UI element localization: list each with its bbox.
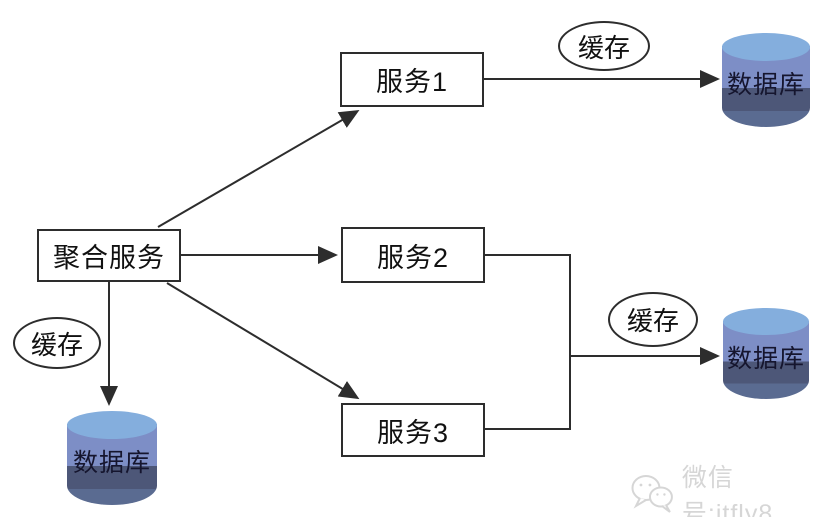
watermark: 微信号:itfly8 — [630, 458, 825, 517]
node-cache-left-label: 缓存 — [30, 329, 83, 360]
node-service2-label: 服务2 — [376, 242, 450, 273]
wechat-icon — [631, 475, 673, 513]
node-cache-top-label: 缓存 — [577, 32, 630, 63]
node-cache-left: 缓存 — [13, 317, 101, 369]
node-db-right-label: 数据库 — [726, 344, 805, 373]
node-cache-right: 缓存 — [608, 292, 698, 347]
node-aggregate-service-label: 聚合服务 — [53, 243, 165, 273]
node-db-top-right: 数据库 — [722, 33, 810, 127]
node-service3-label: 服务3 — [376, 417, 450, 448]
node-service2: 服务2 — [341, 227, 485, 283]
node-db-bottom-left: 数据库 — [67, 411, 157, 505]
edge-aggregate-to-service3 — [166, 282, 360, 400]
node-cache-top: 缓存 — [558, 21, 650, 71]
node-db-top-right-label: 数据库 — [726, 70, 805, 99]
watermark-text: 微信号:itfly8 — [681, 464, 774, 517]
node-aggregate-service: 聚合服务 — [37, 229, 181, 282]
node-db-bottom-left-label: 数据库 — [72, 448, 151, 477]
node-cache-right-label: 缓存 — [626, 306, 679, 336]
database-cylinder-top — [67, 411, 157, 440]
edge-aggregate-to-service1 — [157, 109, 360, 228]
database-cylinder-top — [723, 308, 809, 336]
node-db-right: 数据库 — [723, 308, 809, 399]
node-service1: 服务1 — [340, 52, 484, 107]
node-service3: 服务3 — [341, 403, 485, 457]
database-cylinder-top — [722, 33, 810, 62]
node-service1-label: 服务1 — [375, 67, 449, 97]
